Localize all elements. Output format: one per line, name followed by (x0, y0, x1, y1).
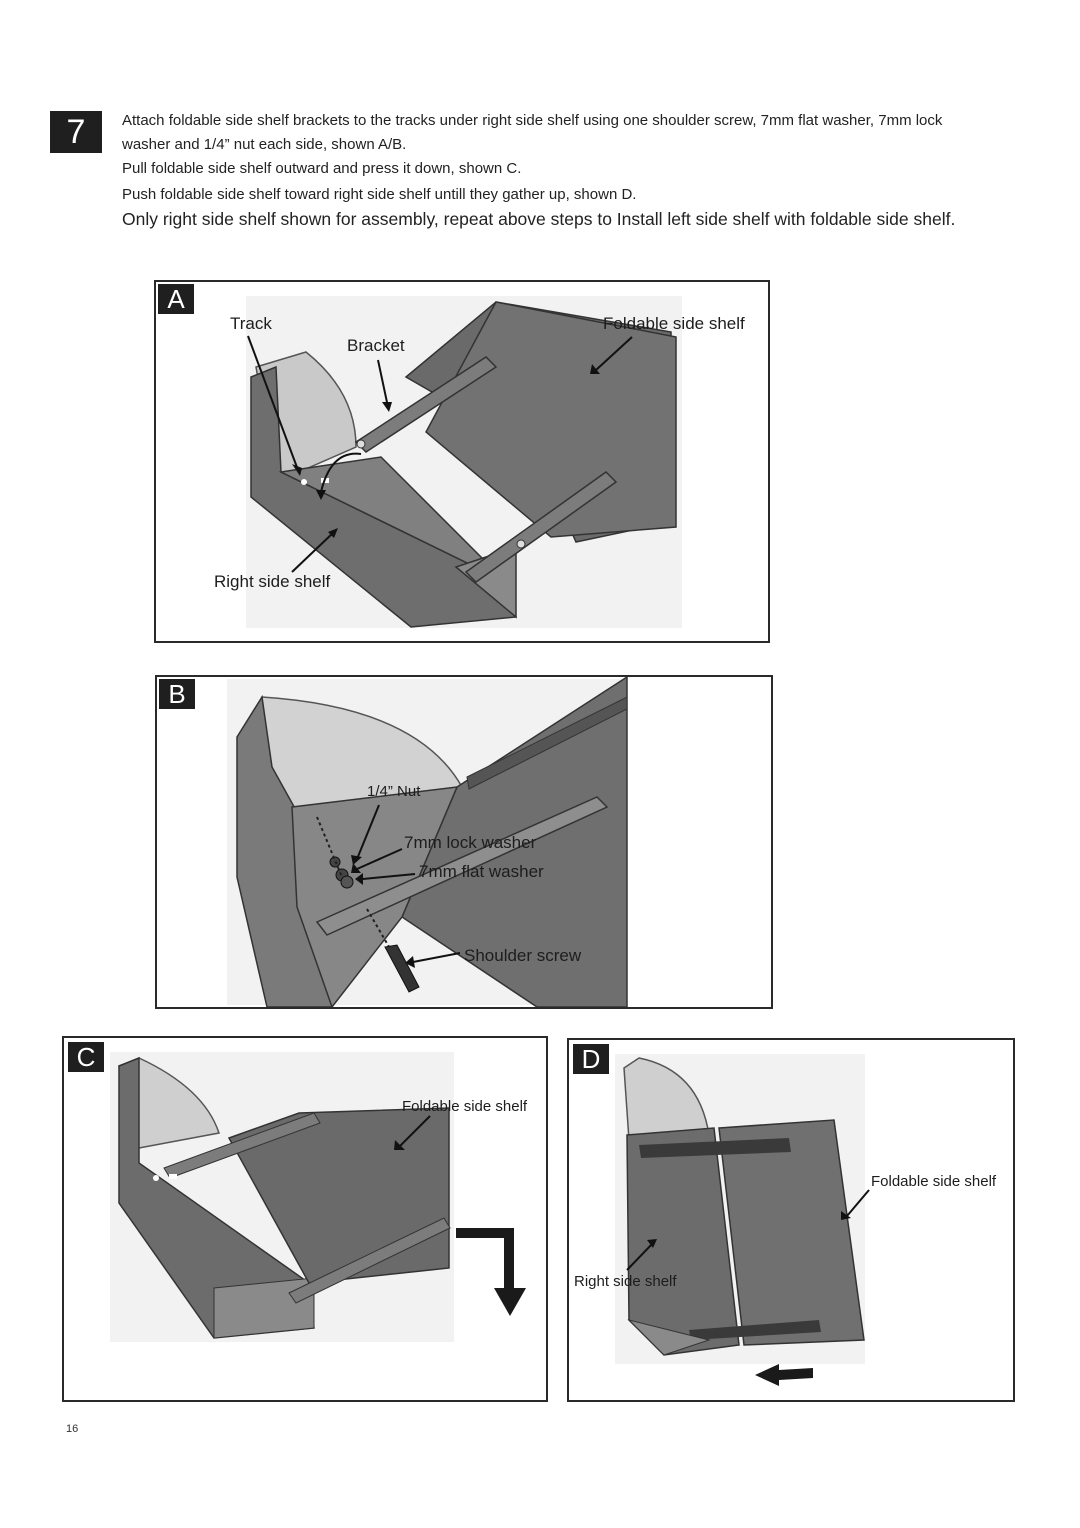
label-bracket: Bracket (347, 336, 405, 355)
panel-d-illustration (615, 1054, 870, 1386)
panel-a-letter: A (158, 284, 194, 314)
panel-c: C Foldable side shelf (62, 1036, 548, 1402)
panel-a: A Track Bracket Foldable side shelf Righ… (154, 280, 770, 643)
instruction-line-4: Push foldable side shelf toward right si… (122, 186, 637, 203)
panel-c-letter: C (68, 1042, 104, 1072)
label-right-side-shelf: Right side shelf (214, 572, 331, 591)
label-shoulder-screw: Shoulder screw (464, 946, 582, 965)
label-lock-washer: 7mm lock washer (404, 833, 537, 852)
page-number: 16 (66, 1423, 79, 1435)
panel-d: D Foldable side shelf Right side shelf (567, 1038, 1015, 1402)
label-foldable-side-shelf: Foldable side shelf (871, 1173, 997, 1190)
panel-c-illustration (110, 1052, 526, 1342)
label-track: Track (230, 314, 272, 333)
label-flat-washer: 7mm flat washer (419, 862, 544, 881)
instruction-line-1: Attach foldable side shelf brackets to t… (122, 112, 943, 129)
panel-b-illustration (227, 677, 628, 1007)
panel-d-letter: D (573, 1044, 609, 1074)
instruction-line-5: Only right side shelf shown for assembly… (122, 209, 956, 229)
panel-b: B 1/4” Nut 7mm lock washer 7mm flat wash… (155, 675, 773, 1009)
panel-a-illustration (246, 296, 682, 628)
label-nut: 1/4” Nut (367, 783, 421, 800)
label-foldable-side-shelf: Foldable side shelf (603, 314, 745, 333)
instruction-line-3: Pull foldable side shelf outward and pre… (122, 160, 522, 177)
instruction-line-2: washer and 1/4” nut each side, shown A/B… (122, 136, 407, 153)
label-foldable-side-shelf: Foldable side shelf (402, 1098, 528, 1115)
step-number-badge: 7 (50, 111, 102, 153)
panel-b-letter: B (159, 679, 195, 709)
label-right-side-shelf: Right side shelf (574, 1273, 677, 1290)
